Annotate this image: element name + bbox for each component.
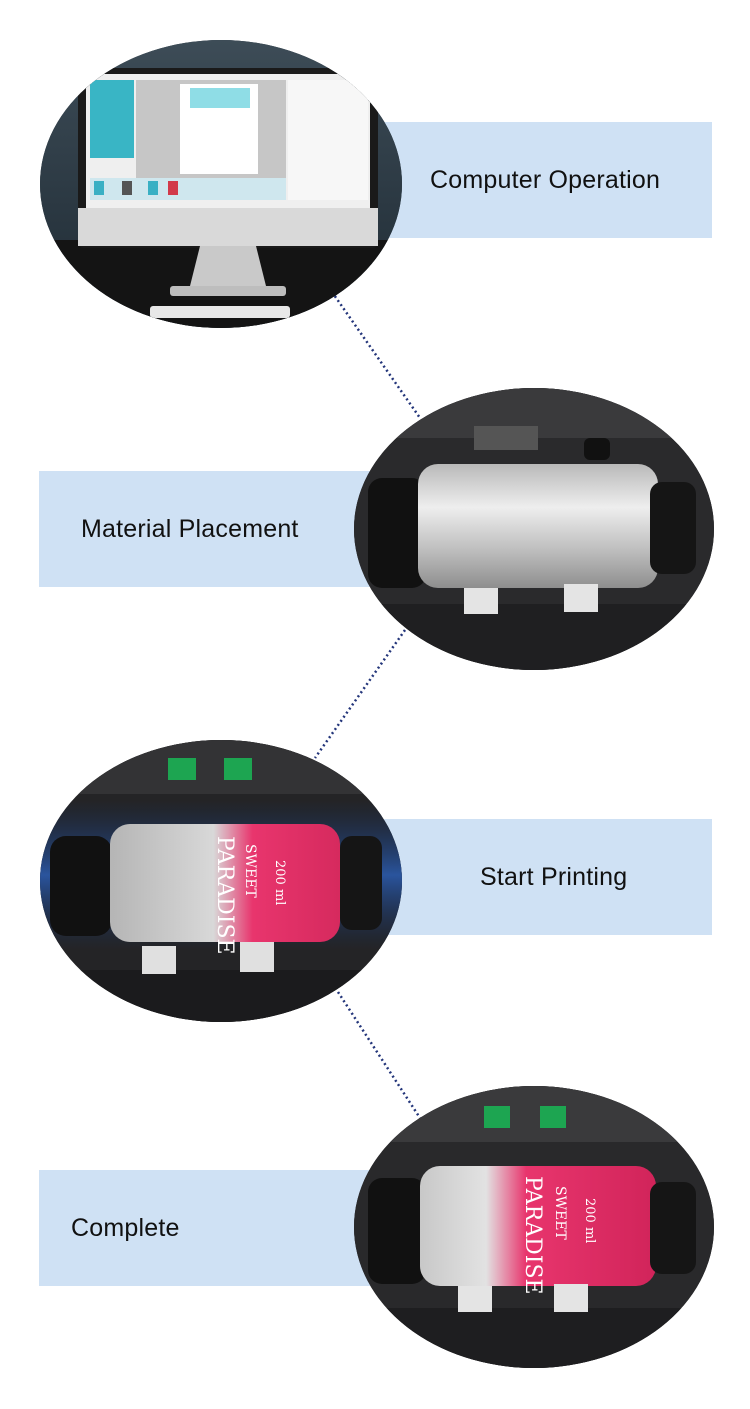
print-brand-line2: PARADISE bbox=[212, 836, 237, 955]
done-brand-line1: SWEET bbox=[552, 1186, 568, 1240]
step-2-band: Material Placement bbox=[39, 471, 375, 587]
done-volume-text: 200 ml bbox=[582, 1198, 597, 1243]
finished-cylinder-icon: 200 ml SWEET PARADISE bbox=[354, 1086, 714, 1368]
done-brand-line2: PARADISE bbox=[520, 1176, 545, 1295]
step-1-band: Computer Operation bbox=[384, 122, 712, 238]
step-3-label: Start Printing bbox=[480, 862, 628, 891]
printer-cylinder-icon bbox=[354, 388, 714, 670]
computer-monitor-icon bbox=[40, 40, 402, 328]
step-4-band: Complete bbox=[39, 1170, 375, 1286]
printing-cylinder-icon: 200 ml SWEET PARADISE bbox=[40, 740, 402, 1022]
step-1-label: Computer Operation bbox=[430, 165, 661, 194]
step-4-label: Complete bbox=[71, 1213, 180, 1242]
step-3-band: Start Printing bbox=[384, 819, 712, 935]
print-volume-text: 200 ml bbox=[272, 860, 287, 905]
step-2-label: Material Placement bbox=[81, 514, 299, 543]
print-brand-line1: SWEET bbox=[242, 844, 258, 898]
